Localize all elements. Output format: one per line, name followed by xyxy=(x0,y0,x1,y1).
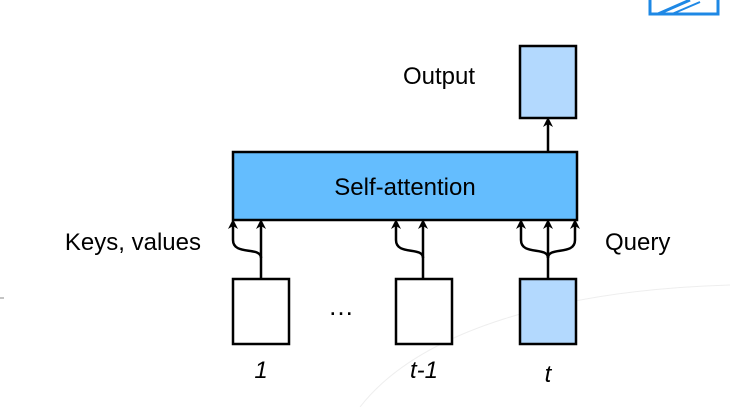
token-t-arrows xyxy=(516,219,580,279)
output-box xyxy=(518,44,578,120)
token-t-1-arrows xyxy=(391,219,428,279)
query-label: Query xyxy=(605,229,670,256)
token-box-1 xyxy=(231,277,291,346)
ellipsis: … xyxy=(328,291,354,321)
output-label: Output xyxy=(403,63,475,90)
watermark-logo xyxy=(648,0,720,16)
token-1-arrows xyxy=(228,219,266,279)
token-label-t: t xyxy=(545,361,553,388)
self-attention-label: Self-attention xyxy=(334,174,475,201)
background-curve xyxy=(359,284,730,407)
token-box-t-1 xyxy=(394,277,454,346)
token-label-1: 1 xyxy=(254,357,267,384)
token-label-t-1: t-1 xyxy=(410,357,438,384)
keys-values-label: Keys, values xyxy=(65,229,201,256)
self-attention-block xyxy=(231,150,579,222)
token-box-t xyxy=(518,277,578,346)
